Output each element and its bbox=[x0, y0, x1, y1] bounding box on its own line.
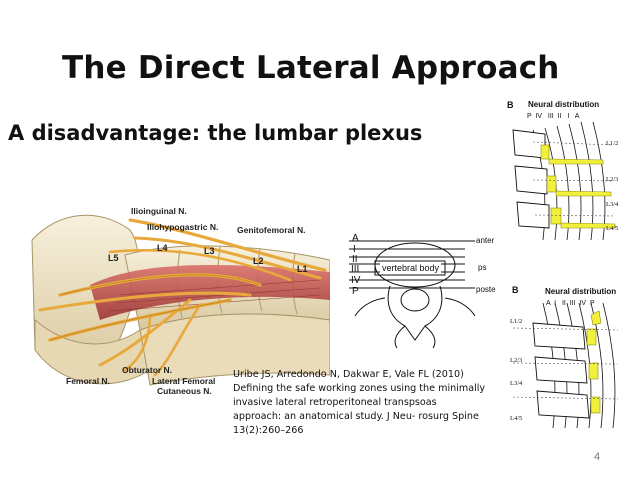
panel-b-top-level-1: L1/2 bbox=[606, 140, 619, 147]
panel-b-top-level-2: L2/3 bbox=[606, 176, 619, 183]
panel-b-bottom-level-1: L1/2 bbox=[510, 318, 523, 325]
citation-line-1: Uribe JS, Arredondo N, Dakwar E, Vale FL… bbox=[233, 369, 464, 380]
citation-line-4: approach: an anatomical study. J Neu- ro… bbox=[233, 411, 479, 423]
label-l3: L3 bbox=[204, 246, 215, 256]
zone-label-iv: IV bbox=[351, 275, 361, 286]
label-femoral: Femoral N. bbox=[66, 376, 110, 386]
panel-b-bottom-zone-header: A I II III IV P bbox=[546, 300, 595, 307]
zone-label-i: I bbox=[353, 244, 356, 255]
posterior-label: poste bbox=[476, 285, 496, 294]
slide-title: The Direct Lateral Approach bbox=[62, 50, 560, 86]
label-l5: L5 bbox=[108, 253, 119, 263]
label-genitofemoral: Genitofemoral N. bbox=[237, 225, 306, 235]
citation-line-5: 13(2):260–266 bbox=[233, 425, 304, 437]
psoas-label: ps bbox=[478, 263, 487, 272]
panel-b-bottom-letter: B bbox=[512, 285, 519, 295]
panel-b-bottom-level-3: L3/4 bbox=[510, 380, 523, 387]
panel-b-bottom-level-2: L2/3 bbox=[510, 357, 523, 364]
anterior-label: anter bbox=[476, 236, 495, 245]
vertebral-zones-diagram bbox=[349, 240, 476, 349]
zone-label-iii: III bbox=[351, 264, 360, 275]
panel-b-top-level-4: L4/5 bbox=[606, 225, 619, 232]
label-lateral-femoral-1: Lateral Femoral bbox=[152, 376, 216, 386]
label-ilioinguinal: Ilioinguinal N. bbox=[131, 206, 187, 216]
panel-b-top-zone-header: P IV III II I A bbox=[527, 113, 580, 120]
panel-b-top-letter: B bbox=[507, 100, 514, 110]
neural-distribution-bottom bbox=[512, 302, 619, 429]
panel-b-top-heading: Neural distribution bbox=[528, 100, 600, 109]
citation-line-2: Defining the safe working zones using th… bbox=[233, 383, 486, 395]
lumbar-plexus-illustration bbox=[31, 214, 330, 386]
label-l1: L1 bbox=[297, 264, 308, 274]
neural-distribution-top bbox=[512, 121, 616, 241]
zone-label-a: A bbox=[352, 233, 359, 244]
zone-label-ii: II bbox=[352, 254, 358, 265]
panel-b-bottom-level-4: L4/5 bbox=[510, 415, 523, 422]
citation: Uribe JS, Arredondo N, Dakwar E, Vale FL… bbox=[233, 368, 515, 438]
citation-line-3: invasive lateral retroperitoneal transps… bbox=[233, 397, 437, 409]
panel-b-bottom-heading: Neural distribution bbox=[545, 287, 617, 296]
label-lateral-femoral-2: Cutaneous N. bbox=[157, 386, 212, 396]
vertebral-body-label: vertebral body bbox=[380, 263, 442, 273]
label-obturator: Obturator N. bbox=[122, 365, 173, 375]
slide-subtitle: A disadvantage: the lumbar plexus bbox=[8, 121, 423, 145]
zone-label-p: P bbox=[352, 286, 359, 297]
label-iliohypogastric: Iliohypogastric N. bbox=[147, 222, 219, 232]
panel-b-top-level-3: L3/4 bbox=[606, 201, 619, 208]
label-l4: L4 bbox=[157, 243, 168, 253]
page-number: 4 bbox=[594, 451, 601, 463]
label-l2: L2 bbox=[253, 256, 264, 266]
